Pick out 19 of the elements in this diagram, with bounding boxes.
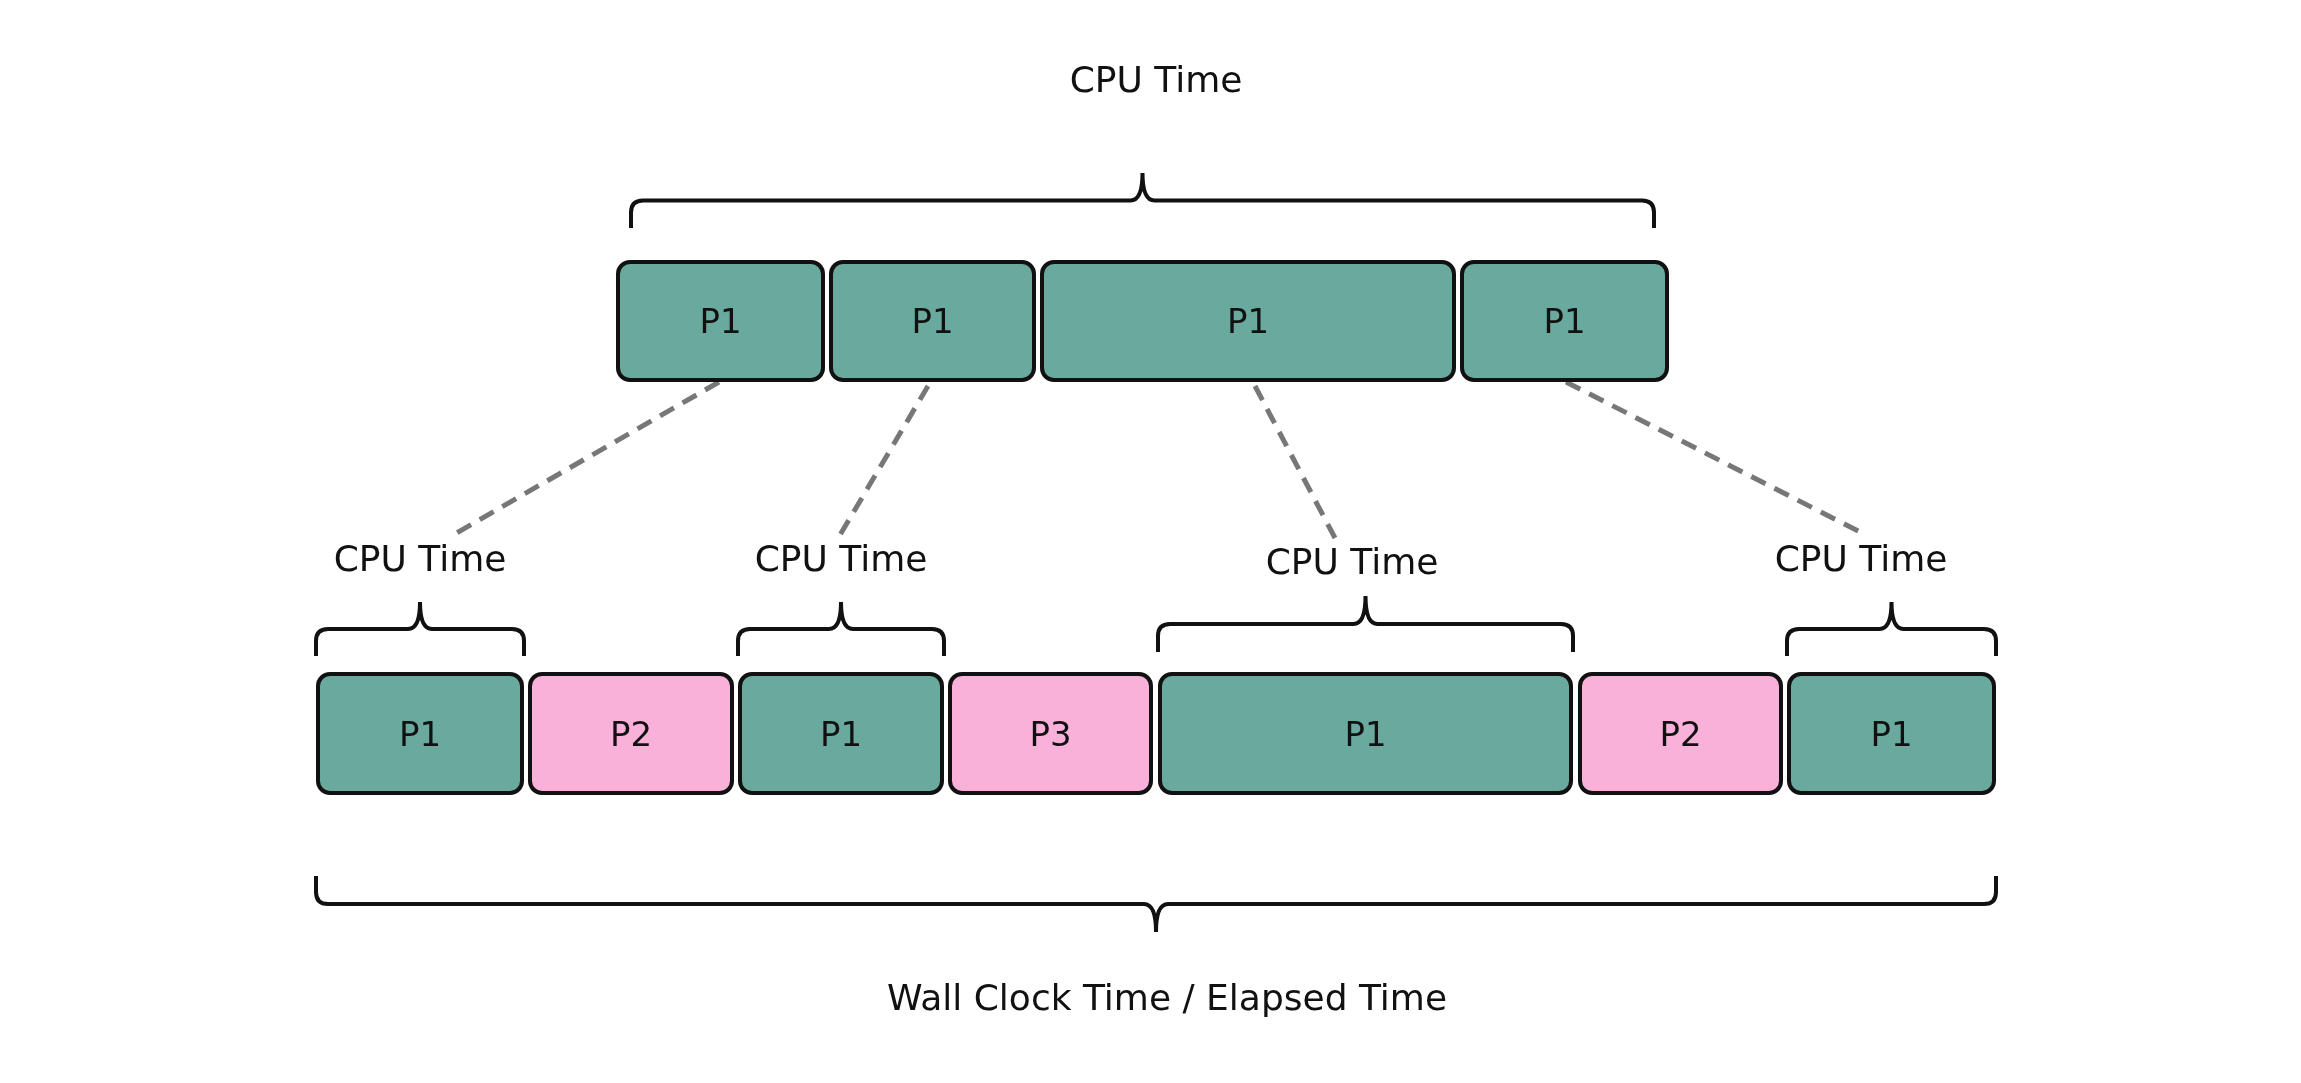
process-block: P1 bbox=[829, 260, 1036, 382]
process-block: P2 bbox=[1578, 672, 1783, 795]
process-block: P1 bbox=[316, 672, 524, 795]
process-block: P3 bbox=[948, 672, 1153, 795]
process-block: P1 bbox=[1787, 672, 1996, 795]
process-block: P1 bbox=[738, 672, 944, 795]
process-block: P1 bbox=[1040, 260, 1456, 382]
process-block: P1 bbox=[1460, 260, 1669, 382]
cpu-time-label: CPU Time bbox=[1774, 537, 1948, 581]
process-block: P1 bbox=[616, 260, 825, 382]
cpu-time-label: CPU Time bbox=[333, 537, 507, 581]
brace-label: CPU Time bbox=[1069, 58, 1243, 102]
cpu-time-label: CPU Time bbox=[1265, 540, 1439, 584]
cpu-time-label: CPU Time bbox=[754, 537, 928, 581]
brace-label: Wall Clock Time / Elapsed Time bbox=[886, 976, 1448, 1020]
process-block: P2 bbox=[528, 672, 734, 795]
dashed-line bbox=[837, 384, 931, 537]
dashed-line bbox=[1252, 384, 1338, 540]
process-block: P1 bbox=[1158, 672, 1573, 795]
